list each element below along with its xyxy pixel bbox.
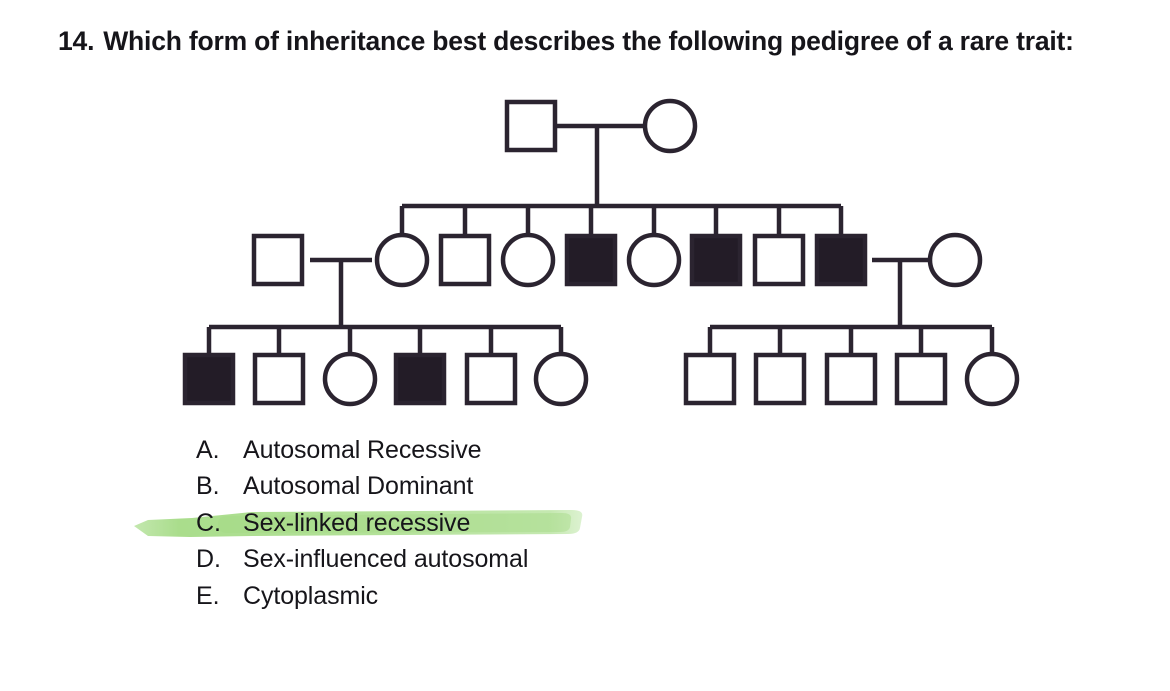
pedigree-symbol-II-3-male-unaffected: [438, 233, 492, 287]
pedigree-symbol-III-4-male-affected: [393, 352, 447, 406]
pedigree-symbol-II-2-female-unaffected: [374, 232, 430, 288]
answer-option-b-letter: B.: [196, 472, 220, 501]
pedigree-symbol-I-1-male-unaffected: [504, 99, 558, 153]
pedigree-symbol-III-1-male-affected: [182, 352, 236, 406]
pedigree-symbol-III-3-female-unaffected: [322, 351, 378, 407]
answer-option-c-letter: C.: [196, 508, 221, 537]
answer-option-c-label: Sex-linked recessive: [243, 508, 471, 537]
pedigree-symbol-II-10-female-unaffected: [927, 232, 983, 288]
pedigree-symbol-III-5-male-unaffected: [464, 352, 518, 406]
pedigree-symbol-II-8-male-unaffected: [752, 233, 806, 287]
pedigree-symbol-II-7-male-affected: [689, 233, 743, 287]
answer-option-b[interactable]: B. Autosomal Dominant: [0, 469, 1170, 506]
pedigree-symbol-III-10-male-unaffected: [894, 352, 948, 406]
answer-option-e[interactable]: E. Cytoplasmic: [0, 578, 1170, 615]
answer-option-e-letter: E.: [196, 581, 220, 610]
answer-option-b-label: Autosomal Dominant: [243, 472, 474, 501]
question-text: Which form of inheritance best describes…: [103, 26, 1074, 56]
pedigree-symbol-II-5-male-affected: [564, 233, 618, 287]
pedigree-symbol-II-9-male-affected: [814, 233, 868, 287]
answer-option-d-letter: D.: [196, 545, 221, 574]
pedigree-symbol-III-8-male-unaffected: [753, 352, 807, 406]
answer-options-list: A. Autosomal Recessive B. Autosomal Domi…: [0, 432, 1170, 615]
pedigree-symbol-III-2-male-unaffected: [252, 352, 306, 406]
answer-option-a[interactable]: A. Autosomal Recessive: [0, 432, 1170, 469]
answer-option-d[interactable]: D. Sex-influenced autosomal: [0, 542, 1170, 579]
pedigree-symbol-I-2-female-unaffected: [642, 98, 698, 154]
pedigree-symbol-II-6-female-unaffected: [626, 232, 682, 288]
answer-option-d-label: Sex-influenced autosomal: [243, 545, 529, 574]
pedigree-symbol-III-6-female-unaffected: [533, 351, 589, 407]
question-line: 14. Which form of inheritance best descr…: [58, 26, 1138, 57]
pedigree-symbol-II-4-female-unaffected: [500, 232, 556, 288]
pedigree-symbol-III-9-male-unaffected: [824, 352, 878, 406]
answer-option-a-letter: A.: [196, 435, 220, 464]
answer-option-c[interactable]: C. Sex-linked recessive: [0, 505, 1170, 542]
pedigree-symbol-III-7-male-unaffected: [683, 352, 737, 406]
answer-option-a-label: Autosomal Recessive: [243, 435, 482, 464]
question-number: 14.: [58, 26, 95, 56]
answer-option-e-label: Cytoplasmic: [243, 581, 379, 610]
pedigree-symbol-III-11-female-unaffected: [964, 351, 1020, 407]
pedigree-svg: [182, 98, 1020, 407]
pedigree-diagram: [0, 80, 1170, 410]
pedigree-symbol-II-1-male-unaffected: [251, 233, 305, 287]
